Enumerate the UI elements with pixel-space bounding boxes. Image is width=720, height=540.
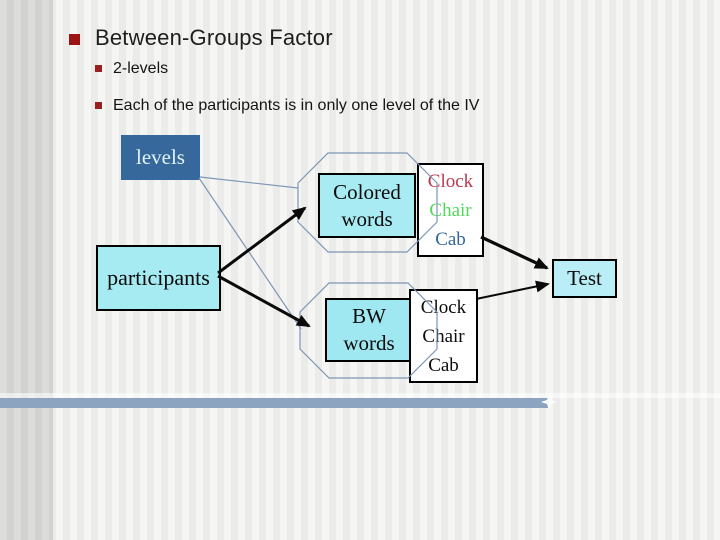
bullet-square-icon — [95, 102, 102, 109]
stimulus-word: Clock — [427, 170, 474, 192]
stimulus-word: Cab — [428, 354, 459, 376]
bottom-stimulus-list-box: Clock Chair Cab — [409, 289, 478, 383]
bullet-item: 2-levels — [113, 60, 169, 77]
arrow-bottom-stimuli-to-test — [475, 280, 550, 300]
levels-label: levels — [136, 145, 185, 169]
bullet-item: Each of the participants is in only one … — [113, 97, 480, 114]
bw-words-box: BW words — [325, 298, 413, 362]
stimulus-word: Chair — [422, 325, 465, 347]
stimulus-word: Cab — [435, 228, 466, 250]
participants-label: participants — [107, 265, 210, 290]
bw-words-line1: BW — [352, 304, 386, 328]
arrow-participants-to-colored — [217, 206, 307, 275]
title-bullet-square-icon — [69, 34, 80, 45]
colored-words-line2: words — [341, 206, 393, 231]
test-label: Test — [567, 266, 602, 290]
arrow-top-stimuli-to-test — [480, 235, 549, 270]
colored-words-line1: Colored — [333, 179, 401, 204]
colored-words-box: Colored words — [318, 173, 416, 238]
top-stimulus-list-box: Clock Chair Cab — [417, 163, 484, 257]
slide-title: Between-Groups Factor — [95, 25, 333, 50]
test-box: Test — [552, 259, 617, 298]
accent-bar-highlight — [0, 393, 720, 398]
connector-levels-to-top — [199, 176, 299, 189]
stimulus-word: Clock — [420, 296, 467, 318]
participants-box: participants — [96, 245, 221, 311]
left-stripe-band — [0, 0, 53, 540]
stimulus-word: Chair — [429, 199, 472, 221]
levels-box: levels — [121, 135, 200, 180]
accent-bar — [0, 398, 548, 408]
arrow-participants-to-bw — [217, 274, 311, 328]
bw-words-line2: words — [343, 331, 395, 355]
bullet-square-icon — [95, 65, 102, 72]
